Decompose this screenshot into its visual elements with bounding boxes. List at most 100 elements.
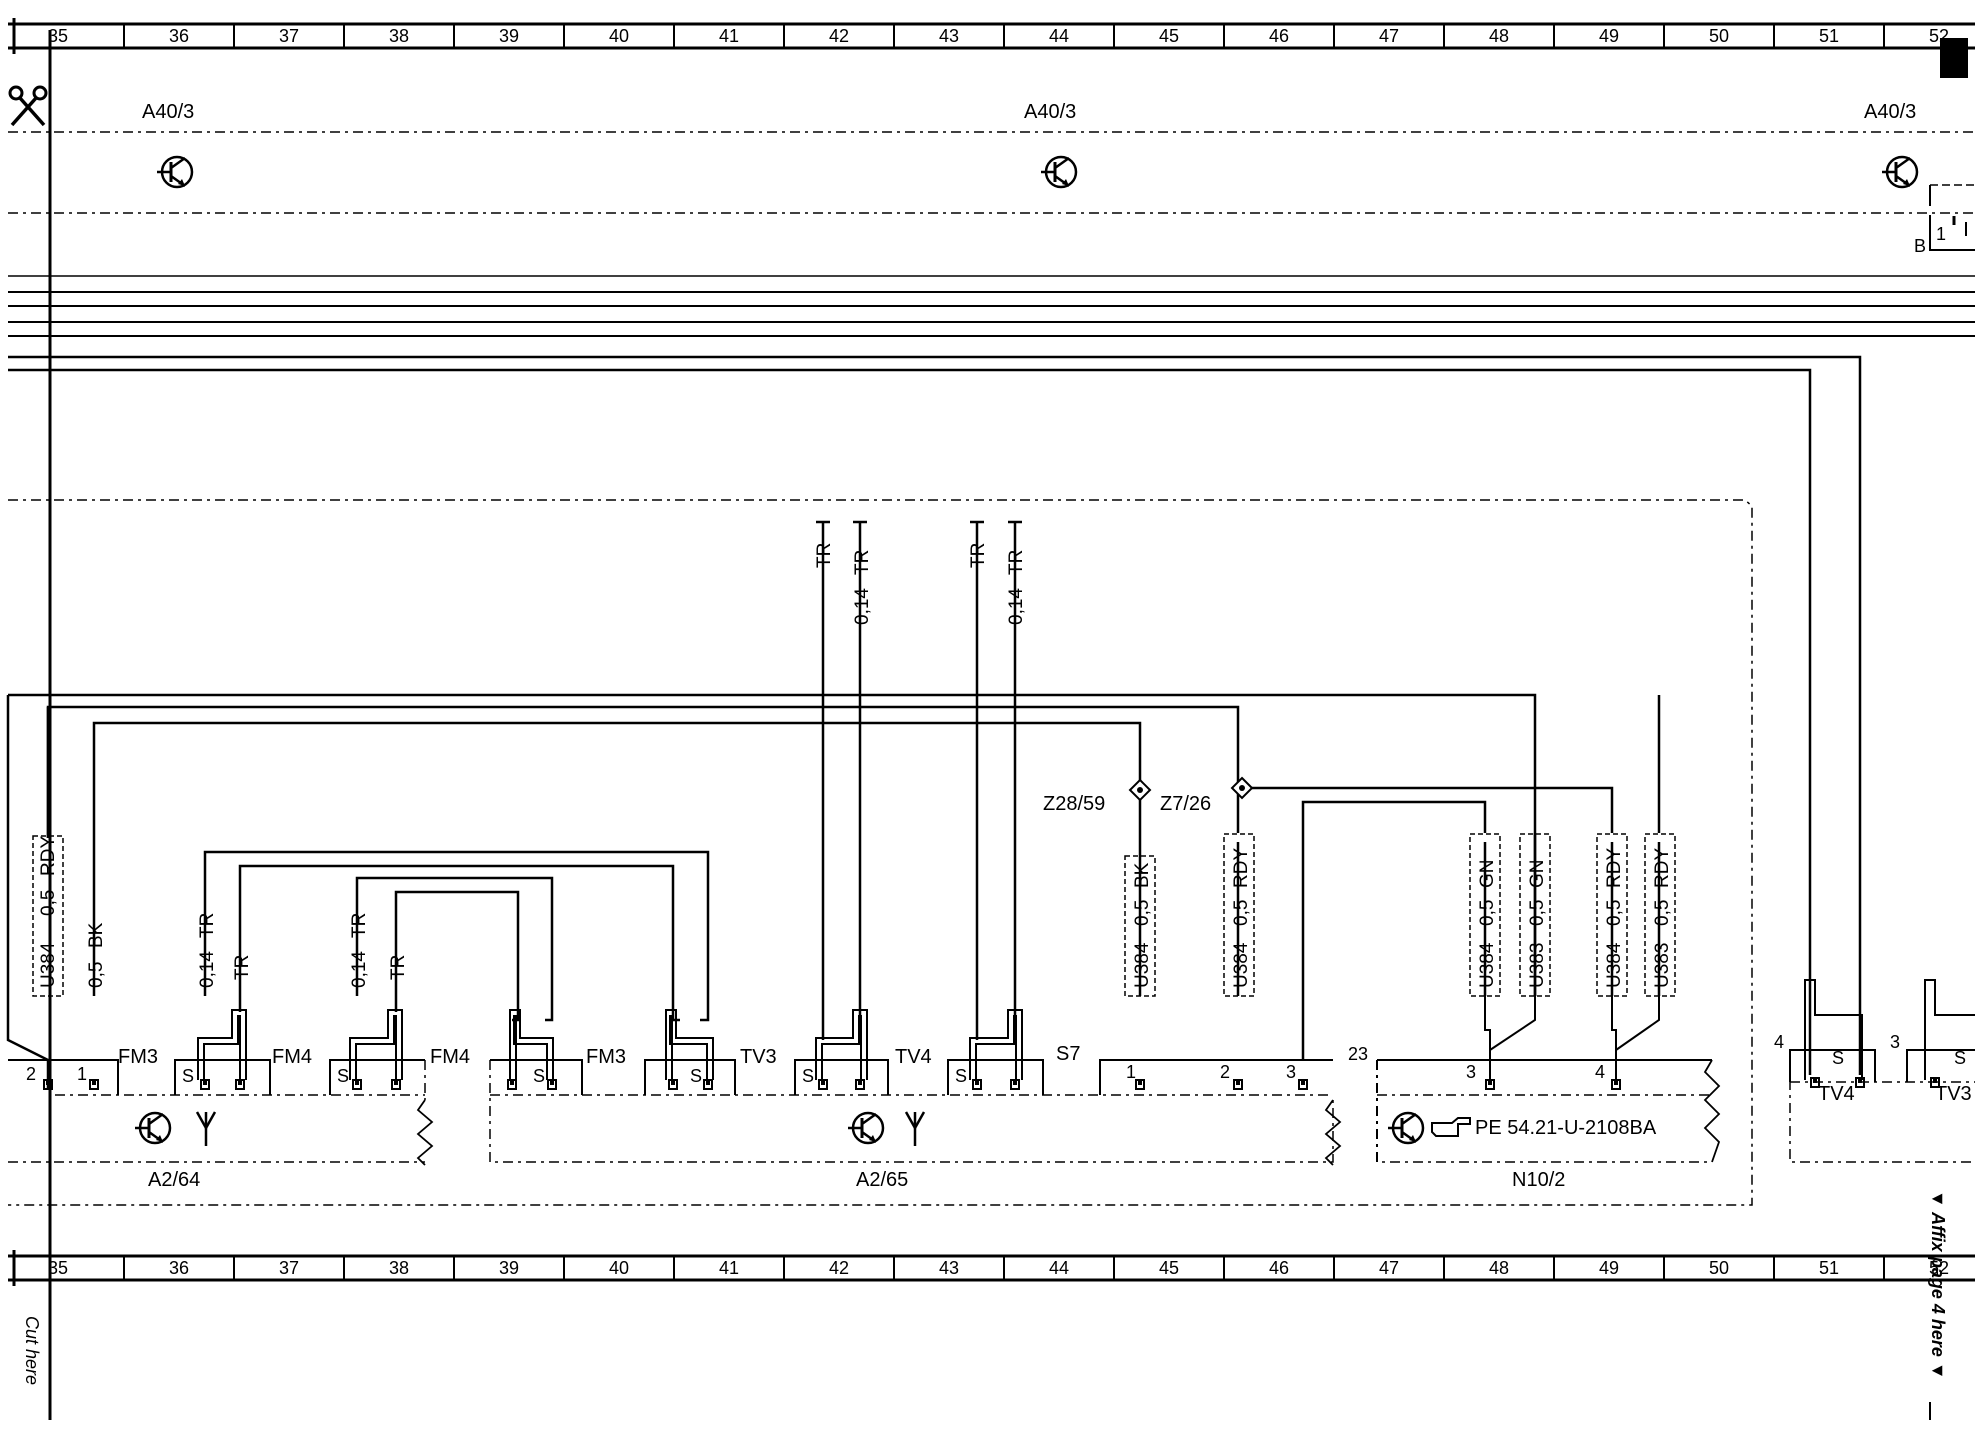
pin-terminal <box>1855 1077 1865 1088</box>
connector-letter: B <box>1914 236 1926 256</box>
pin-label: 23 <box>1348 1044 1368 1064</box>
ruler-column-number: 51 <box>1819 1258 1839 1278</box>
pin-labels: 2 1 S S S S S S S 1 2 3 23 3 4 4 3 S <box>26 1032 1966 1086</box>
pin-contact <box>1813 1079 1817 1083</box>
connector-tv4: TV4 <box>895 1046 932 1068</box>
transistor-icon <box>135 1111 172 1145</box>
cut-here-label: Cut here <box>22 1316 42 1385</box>
connector-fm3: FM3 <box>586 1046 626 1068</box>
pin-contact <box>821 1081 825 1085</box>
wire-size: 0,5 <box>86 962 107 988</box>
pin-label: 3 <box>1890 1032 1900 1052</box>
wire-code: U384 <box>1604 942 1625 988</box>
component-a2-64: A2/64 <box>148 1169 200 1191</box>
ruler-column-number: 37 <box>279 1258 299 1278</box>
pin-label: 3 <box>1286 1062 1296 1082</box>
pin-terminal <box>235 1079 245 1090</box>
wire-size: 0,5 <box>1604 900 1625 926</box>
transistor-icon <box>848 1111 885 1145</box>
pointing-hand-icon <box>1431 1117 1471 1137</box>
wire-color: TR <box>968 543 989 568</box>
pin-contact <box>550 1081 554 1085</box>
wire-color: TR <box>388 955 409 980</box>
module-a40-3-label: A40/3 <box>1024 101 1076 123</box>
pin-label: S <box>690 1066 702 1086</box>
wire-color: GN <box>1477 860 1498 889</box>
pin-label: S <box>802 1066 814 1086</box>
wire-size: 0,14 <box>349 951 370 988</box>
ruler-column-number: 52 <box>1929 1258 1949 1278</box>
ruler-column-number: 39 <box>499 26 519 46</box>
pin-contact <box>706 1081 710 1085</box>
pin-terminal <box>972 1079 982 1090</box>
top-module-band: A40/3 A40/3 A40/3 1 B <box>8 101 1975 256</box>
ruler-column-number: 41 <box>719 26 739 46</box>
pin-label: 1 <box>1936 224 1946 244</box>
wire-size: 0,5 <box>1231 900 1252 926</box>
wire-size: 0,5 <box>1652 900 1673 926</box>
n10-stubs <box>1376 996 1660 1162</box>
corner-mark <box>1940 38 1968 78</box>
ruler-column-number: 49 <box>1599 1258 1619 1278</box>
pin-terminal <box>668 1079 678 1090</box>
wire-color: RDY <box>1604 848 1625 888</box>
pin-contact <box>975 1081 979 1085</box>
ruler-column-number: 38 <box>389 1258 409 1278</box>
module-a40-3-label: A40/3 <box>1864 101 1916 123</box>
ruler-column-number: 48 <box>1489 26 1509 46</box>
pin-label: S <box>1832 1048 1844 1068</box>
module-a40-3-label: A40/3 <box>142 101 194 123</box>
pin-contact <box>1858 1079 1862 1083</box>
pin-label: 2 <box>26 1064 36 1084</box>
ruler-column-number: 48 <box>1489 1258 1509 1278</box>
pin-terminal <box>352 1079 362 1090</box>
pin-contact <box>1614 1081 1618 1085</box>
pin-contact <box>858 1081 862 1085</box>
pin-contact <box>510 1081 514 1085</box>
ruler-column-number: 42 <box>829 26 849 46</box>
wire-color: BK <box>86 922 107 948</box>
wire-color: RDY <box>1652 848 1673 888</box>
pin-terminal <box>1930 1077 1940 1088</box>
wire-code: U384 <box>38 942 59 988</box>
component-a2-65: A2/65 <box>856 1169 908 1191</box>
pin-label: S <box>533 1066 545 1086</box>
connector-fm4: FM4 <box>272 1046 312 1068</box>
wire-code: U383 <box>1527 943 1548 988</box>
ruler-column-number: 45 <box>1159 26 1179 46</box>
pin-contact <box>203 1081 207 1085</box>
transistor-icon <box>1388 1111 1425 1145</box>
wire-color: TR <box>852 550 873 575</box>
pin-terminal <box>200 1079 210 1090</box>
wire-color: TR <box>197 913 218 938</box>
transistor-icon <box>157 155 194 189</box>
wire-code: U384 <box>1132 942 1153 988</box>
splice-points: Z28/59 Z7/26 <box>1043 776 1254 815</box>
pin-terminal <box>703 1079 713 1090</box>
connector-labels: FM3 FM4 FM4 FM3 TV3 TV4 S7 TV4 TV3 <box>118 1043 1972 1105</box>
wire-color: TR <box>814 543 835 568</box>
pin-contact <box>1138 1081 1142 1085</box>
pin-terminal <box>818 1079 828 1090</box>
wire-sleeves <box>32 833 1676 997</box>
connector-fm3: FM3 <box>118 1046 158 1068</box>
ruler-column-number: 43 <box>939 1258 959 1278</box>
pin-label: 1 <box>77 1064 87 1084</box>
pin-contact <box>1488 1081 1492 1085</box>
pin-terminal <box>1010 1079 1020 1090</box>
wire-size: 0,5 <box>1477 900 1498 926</box>
ruler-column-number: 39 <box>499 1258 519 1278</box>
pin-contact <box>355 1081 359 1085</box>
wire-color: TR <box>232 955 253 980</box>
wire-size: 0,5 <box>1132 900 1153 926</box>
transistor-icon <box>1041 155 1078 189</box>
pin-terminal <box>547 1079 557 1090</box>
pin-contact <box>671 1081 675 1085</box>
ruler-column-number: 45 <box>1159 1258 1179 1278</box>
pin-contact <box>1933 1079 1937 1083</box>
component-n10-2: N10/2 <box>1512 1169 1565 1191</box>
ruler-column-number: 35 <box>48 1258 68 1278</box>
